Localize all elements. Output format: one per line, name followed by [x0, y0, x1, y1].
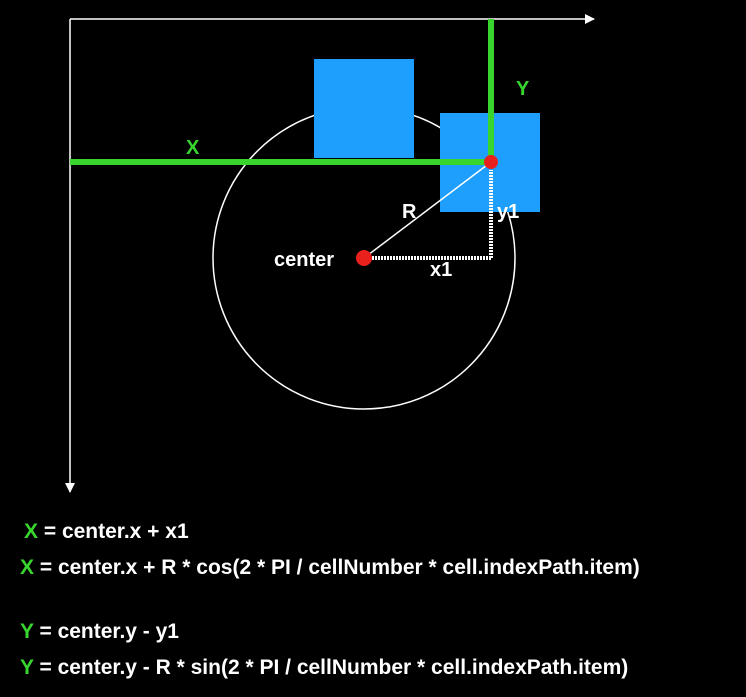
- y1-label: y1: [497, 201, 519, 223]
- cell-position-point: [484, 155, 498, 169]
- x1-label: x1: [430, 259, 452, 281]
- center-point: [356, 250, 372, 266]
- y-marker-label: Y: [516, 78, 530, 100]
- radius-line: [363, 161, 492, 259]
- cell-square-top: [314, 59, 414, 158]
- center-label: center: [274, 249, 334, 271]
- x-marker-label: X: [186, 137, 200, 159]
- radius-label: R: [402, 201, 417, 223]
